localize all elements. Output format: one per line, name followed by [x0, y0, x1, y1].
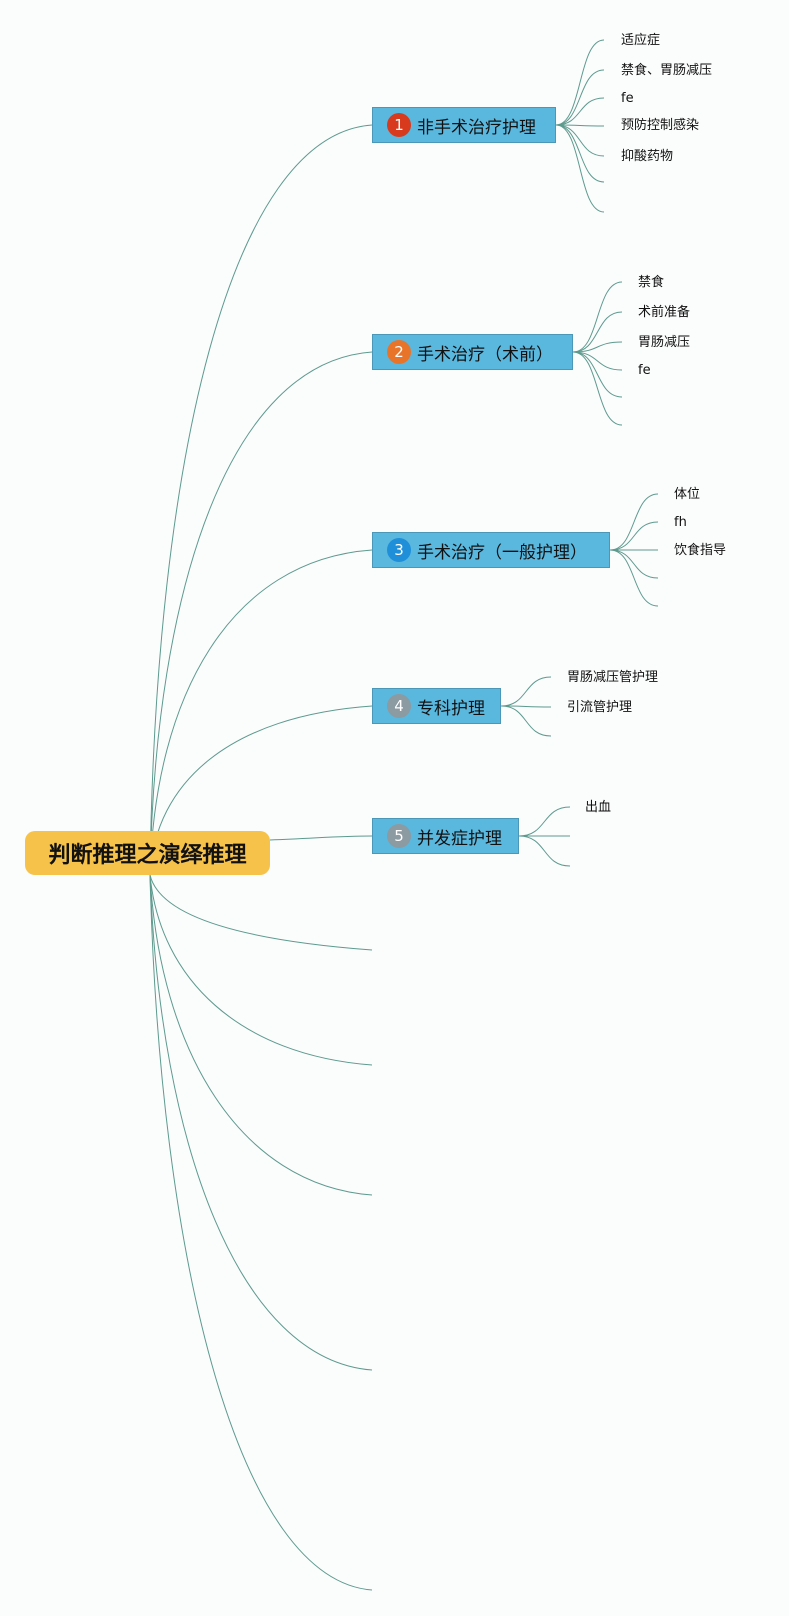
- branch-connector: [149, 549, 373, 876]
- branch-connector: [149, 874, 373, 951]
- priority-2-icon: 2: [387, 340, 411, 364]
- leaf-connector: [572, 351, 623, 398]
- branch-connector: [149, 874, 373, 1066]
- leaf-topic[interactable]: 出血: [585, 800, 612, 815]
- leaf-topic[interactable]: 胃肠减压: [638, 335, 691, 350]
- leaf-topic[interactable]: 禁食、胃肠减压: [621, 63, 713, 78]
- leaf-connector: [572, 351, 623, 371]
- leaf-connector: [518, 806, 571, 837]
- leaf-topic[interactable]: 抑酸药物: [621, 149, 674, 164]
- leaf-connector: [500, 705, 552, 708]
- leaf-connector: [500, 705, 552, 737]
- priority-3-icon: 3: [387, 538, 411, 562]
- leaf-connector: [572, 341, 623, 353]
- leaf-connector: [609, 549, 659, 579]
- leaf-connector: [555, 39, 605, 126]
- leaf-connector: [555, 97, 605, 126]
- leaf-topic[interactable]: 预防控制感染: [621, 118, 700, 133]
- leaf-connector: [555, 69, 605, 126]
- branch-topic-label: 手术治疗（术前）: [417, 344, 553, 365]
- priority-1-icon: 1: [387, 113, 411, 137]
- leaf-topic[interactable]: fh: [674, 515, 687, 530]
- leaf-connector: [572, 311, 623, 353]
- branch-topic-label: 专科护理: [417, 698, 485, 719]
- leaf-connector: [609, 549, 659, 607]
- branch-topic-label: 手术治疗（一般护理）: [417, 542, 587, 563]
- leaf-connector: [518, 835, 571, 867]
- leaf-topic[interactable]: fe: [638, 363, 651, 378]
- leaf-topic[interactable]: 饮食指导: [674, 543, 727, 558]
- root-topic-label: 判断推理之演绎推理: [48, 843, 247, 868]
- leaf-topic[interactable]: 禁食: [638, 275, 665, 290]
- branch-connector: [149, 874, 373, 1196]
- branch-connector: [149, 874, 373, 1591]
- branch-connector: [149, 874, 373, 1371]
- root-topic[interactable]: 判断推理之演绎推理: [25, 831, 270, 875]
- leaf-connector: [555, 124, 605, 127]
- branch-topic-label: 并发症护理: [417, 828, 502, 849]
- branch-topic-label: 非手术治疗护理: [417, 117, 536, 138]
- leaf-connector: [572, 351, 623, 426]
- branch-topic-1[interactable]: 1 非手术治疗护理: [372, 107, 556, 143]
- leaf-connector: [500, 676, 552, 707]
- leaf-topic[interactable]: 术前准备: [638, 305, 691, 320]
- leaf-topic[interactable]: 胃肠减压管护理: [567, 670, 659, 685]
- leaf-connector: [555, 124, 605, 213]
- leaf-connector: [609, 521, 659, 551]
- leaf-connector: [572, 281, 623, 353]
- leaf-topic[interactable]: 适应症: [621, 33, 661, 48]
- priority-5-icon: 5: [387, 824, 411, 848]
- leaf-connector: [555, 124, 605, 183]
- leaf-connector: [555, 124, 605, 157]
- leaf-topic[interactable]: 体位: [674, 487, 701, 502]
- branch-topic-4[interactable]: 4 专科护理: [372, 688, 501, 724]
- branch-connector: [269, 835, 373, 841]
- leaf-topic[interactable]: fe: [621, 91, 634, 106]
- branch-connector: [149, 351, 373, 876]
- priority-4-icon: 4: [387, 694, 411, 718]
- leaf-topic[interactable]: 引流管护理: [567, 700, 633, 715]
- branch-connector: [149, 124, 373, 876]
- leaf-connector: [609, 493, 659, 551]
- branch-topic-5[interactable]: 5 并发症护理: [372, 818, 519, 854]
- branch-topic-3[interactable]: 3 手术治疗（一般护理）: [372, 532, 610, 568]
- branch-topic-2[interactable]: 2 手术治疗（术前）: [372, 334, 573, 370]
